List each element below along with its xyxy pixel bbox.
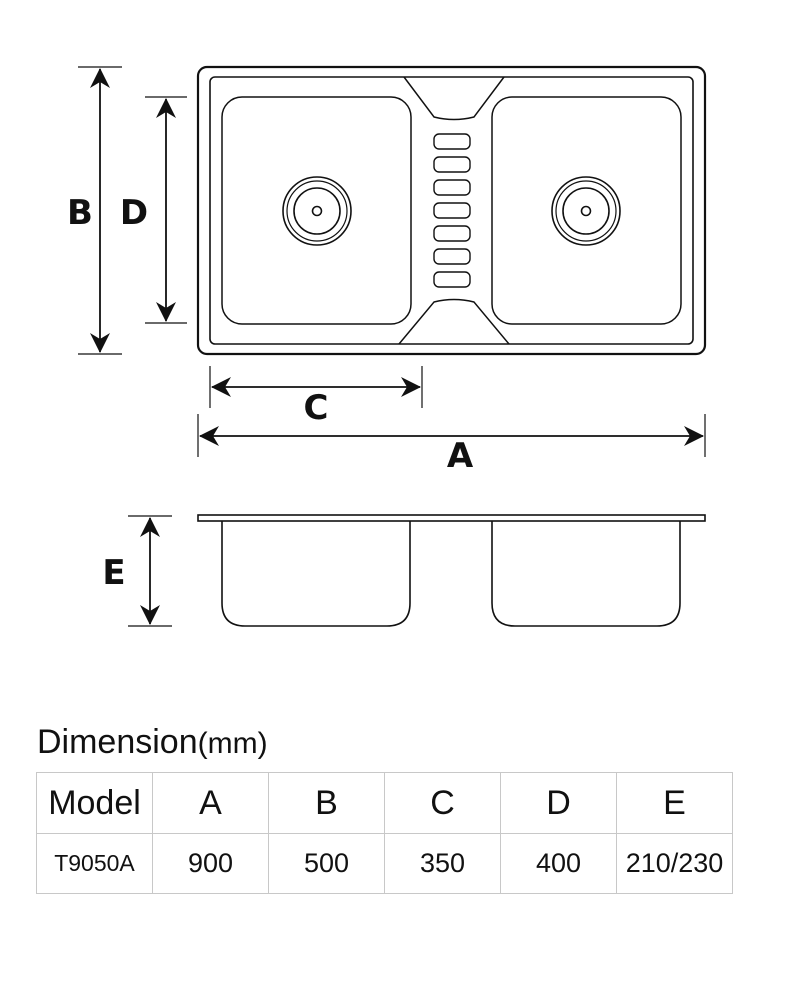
sink-side-view <box>197 514 706 627</box>
header-a: A <box>152 772 269 834</box>
sink-top-view <box>196 65 707 356</box>
side-rim <box>197 514 706 522</box>
cell-a: 900 <box>152 833 269 894</box>
drain-slots <box>433 133 471 288</box>
sink-inner-rim <box>209 76 694 345</box>
side-left-bowl <box>221 521 411 627</box>
side-right-bowl <box>491 521 681 627</box>
right-drain <box>551 176 621 246</box>
dimension-title: Dimension(mm) <box>37 720 268 766</box>
header-b: B <box>268 772 385 834</box>
dimension-c-label: C <box>304 388 329 428</box>
cell-model: T9050A <box>36 833 153 894</box>
drain-slot <box>433 271 471 288</box>
dimension-a-label: A <box>447 436 474 476</box>
drain-slot <box>433 202 471 219</box>
sink-drawing: B D C A E <box>67 65 707 627</box>
header-model: Model <box>36 772 153 834</box>
header-e: E <box>616 772 733 834</box>
cell-d: 400 <box>500 833 617 894</box>
dimension-b-label: B <box>67 193 93 233</box>
cell-b: 500 <box>268 833 385 894</box>
table-header-row: Model A B C D E <box>36 772 733 834</box>
dimension-d-label: D <box>120 193 148 233</box>
dimension-d <box>145 96 187 324</box>
header-d: D <box>500 772 617 834</box>
bridge-bottom <box>398 298 510 345</box>
dimension-a <box>197 414 706 457</box>
right-bowl <box>491 96 682 325</box>
drain-slot <box>433 179 471 196</box>
dimension-c <box>209 366 423 408</box>
dimension-title-text: Dimension <box>37 723 198 761</box>
sink-outer-rim <box>196 65 707 356</box>
bridge-top <box>403 76 505 121</box>
cell-e: 210/230 <box>616 833 733 894</box>
drain-slot <box>433 248 471 265</box>
drain-slot <box>433 156 471 173</box>
header-c: C <box>384 772 501 834</box>
table-row: T9050A 900 500 350 400 210/230 <box>36 833 733 894</box>
dimension-table: Model A B C D E T9050A 900 500 350 400 2… <box>36 772 733 894</box>
dimension-e-label: E <box>102 553 125 593</box>
dimension-e <box>128 515 172 627</box>
left-drain <box>282 176 352 246</box>
drain-slot <box>433 133 471 150</box>
cell-c: 350 <box>384 833 501 894</box>
left-bowl <box>221 96 412 325</box>
drain-slot <box>433 225 471 242</box>
dimension-b <box>78 66 122 355</box>
dimension-unit: (mm) <box>197 727 268 760</box>
